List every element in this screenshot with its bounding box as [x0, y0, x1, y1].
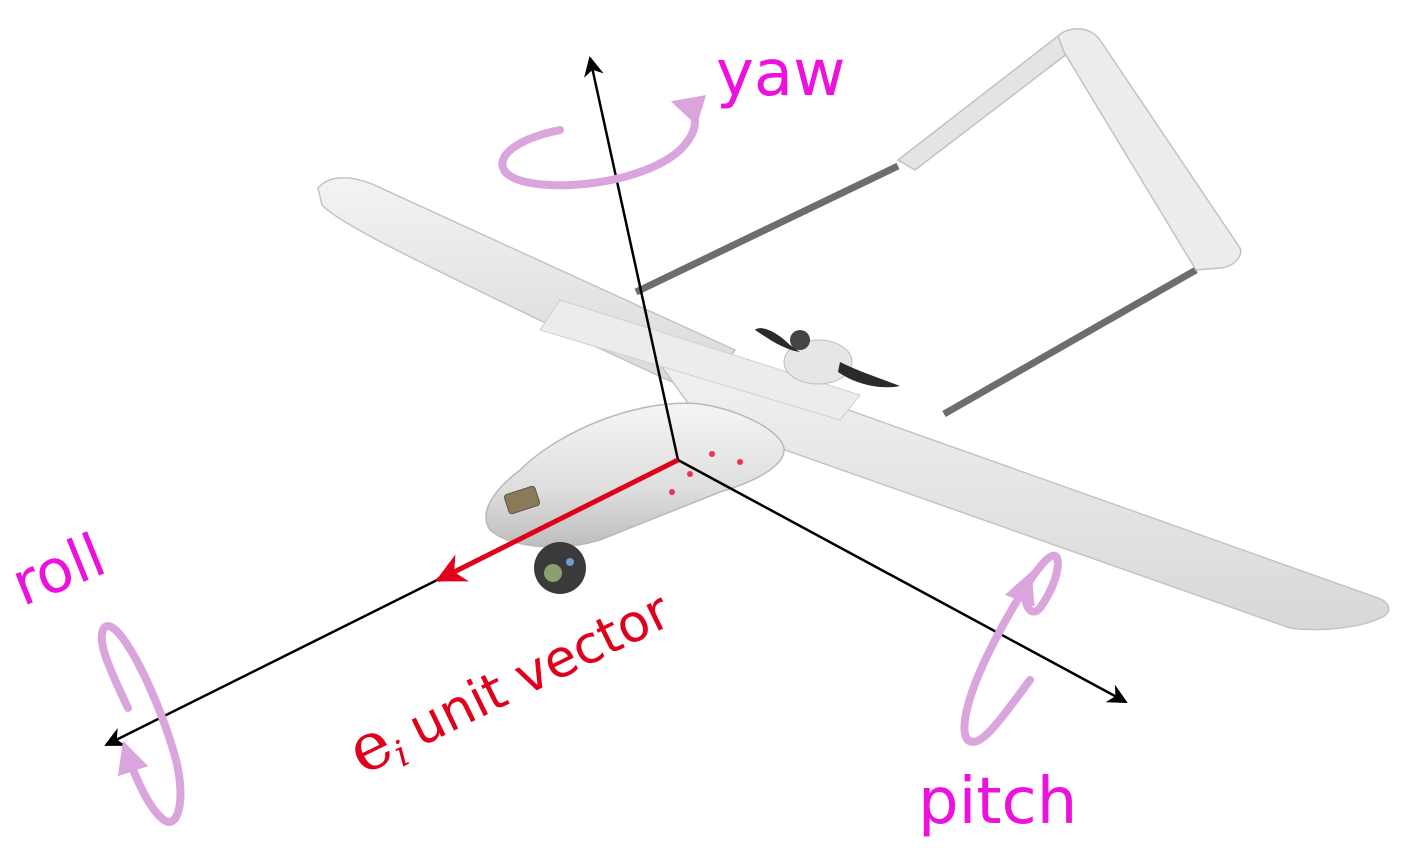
- roll-rotation-arrow: [97, 622, 185, 826]
- tail-surface-left: [896, 35, 1074, 171]
- gimbal-lens: [544, 564, 562, 582]
- propeller-lower: [838, 362, 900, 388]
- body-axes: [104, 56, 1128, 747]
- gimbal-lens-secondary: [566, 558, 574, 566]
- uav-aircraft: [317, 28, 1390, 631]
- nose-sensor: [503, 485, 541, 515]
- fuselage-marker: [737, 459, 743, 465]
- pitch-rotation-arrow: [960, 551, 1062, 746]
- wing-center-panel: [539, 299, 861, 421]
- unit-vector-arrow: [435, 457, 680, 583]
- fuselage: [485, 402, 785, 548]
- yaw-axis-arrow: [584, 56, 680, 461]
- fuselage-marker: [669, 489, 675, 495]
- yaw-rotation-arrow: [498, 95, 707, 190]
- yaw-label: yaw: [716, 37, 846, 111]
- pitch-axis-arrow: [677, 458, 1128, 704]
- rotation-indicators: [97, 95, 1062, 826]
- engine-nacelle: [783, 339, 853, 385]
- fuselage-marker: [709, 451, 715, 457]
- tail-boom-left: [634, 162, 900, 296]
- tail-surface-right: [1057, 28, 1242, 271]
- propeller-hub: [790, 330, 810, 350]
- fuselage-marker: [687, 471, 693, 477]
- propeller-upper: [755, 328, 800, 352]
- pitch-label: pitch: [918, 765, 1078, 839]
- tail-boom-right: [942, 266, 1198, 418]
